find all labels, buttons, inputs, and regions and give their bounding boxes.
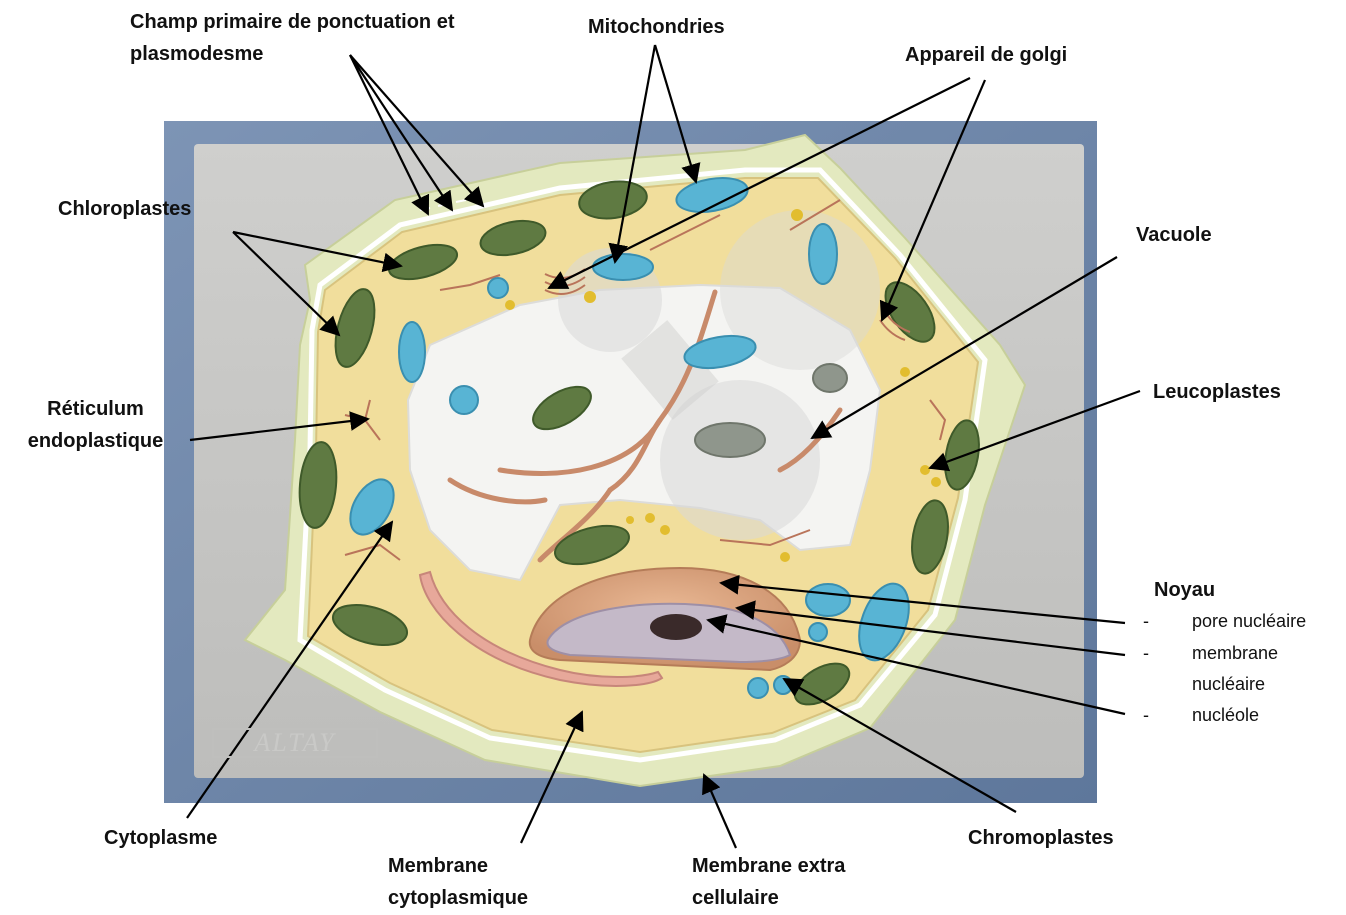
noyau-item-nucleole: nucléole: [1192, 700, 1259, 731]
nucleolus: [650, 614, 702, 640]
noyau-item-membrane: membrane nucléaire: [1192, 638, 1332, 700]
noyau-dash-2: -: [1143, 638, 1149, 669]
label-membrane-extra-cellulaire: Membrane extra cellulaire: [692, 850, 892, 914]
label-vacuole: Vacuole: [1136, 219, 1212, 251]
label-cytoplasme: Cytoplasme: [104, 822, 217, 854]
label-chloroplastes: Chloroplastes: [58, 193, 191, 225]
label-appareil-golgi: Appareil de golgi: [905, 39, 1067, 71]
label-noyau: Noyau: [1154, 574, 1215, 606]
label-reticulum: Réticulum endoplastique: [8, 393, 183, 457]
label-champ-primaire: Champ primaire de ponctuation et plasmod…: [130, 6, 520, 70]
noyau-item-pore: pore nucléaire: [1192, 606, 1306, 637]
noyau-dash-1: -: [1143, 606, 1149, 637]
label-leucoplastes: Leucoplastes: [1153, 376, 1281, 408]
noyau-dash-3: -: [1143, 700, 1149, 731]
label-chromoplastes: Chromoplastes: [968, 822, 1114, 854]
label-membrane-cytoplasmique: Membrane cytoplasmique: [388, 850, 563, 914]
model-brand-plate: ALTAY: [212, 728, 378, 758]
label-mitochondries: Mitochondries: [588, 11, 725, 43]
